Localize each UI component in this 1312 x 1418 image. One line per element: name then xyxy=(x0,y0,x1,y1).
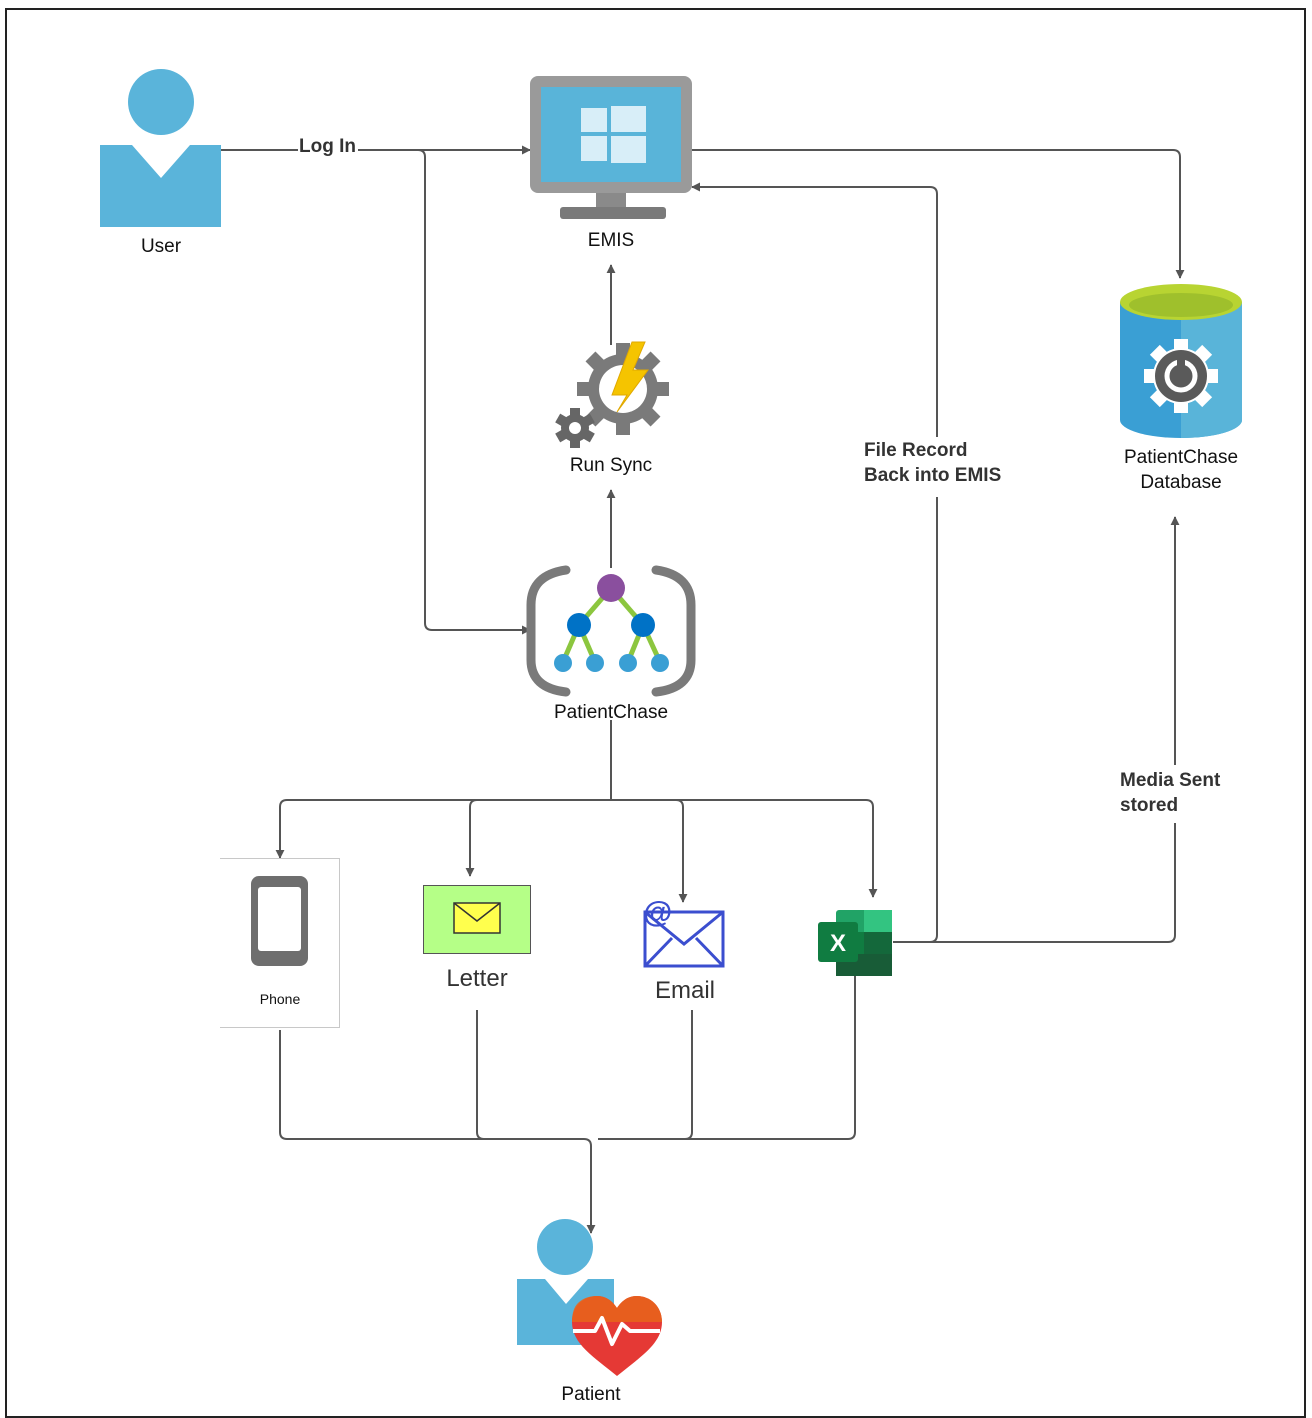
database-icon xyxy=(1120,284,1242,438)
media-sent-label: Media Sent stored xyxy=(1120,768,1221,818)
edge-excel-emis xyxy=(692,187,938,943)
edge-phone-patient xyxy=(279,1030,584,1140)
letter-box xyxy=(423,885,531,954)
connectors xyxy=(220,149,1185,1234)
user-icon xyxy=(100,69,221,227)
hierarchy-icon xyxy=(526,565,696,697)
edge-to-phone xyxy=(275,799,611,859)
edge-excel-database xyxy=(893,517,1175,943)
edge-letter-patient xyxy=(476,1010,485,1140)
run-sync-label: Run Sync xyxy=(569,455,653,476)
log-in-label: Log In xyxy=(298,134,357,159)
email-at-icon: @ xyxy=(643,896,725,968)
excel-icon: X xyxy=(818,910,892,976)
edge-to-letter xyxy=(465,799,611,877)
svg-text:@: @ xyxy=(643,896,672,929)
svg-text:X: X xyxy=(830,930,846,957)
edge-user-patientchase xyxy=(358,149,531,635)
emis-label: EMIS xyxy=(587,230,635,251)
edge-excel-patient xyxy=(598,976,856,1140)
edge-email-patient xyxy=(684,1010,693,1140)
patient-heart-icon xyxy=(517,1219,662,1376)
windows-logo-icon xyxy=(581,106,646,163)
patient-label: Patient xyxy=(561,1384,621,1405)
edge-to-patient xyxy=(583,1138,596,1234)
database-label: PatientChase Database xyxy=(1123,447,1239,493)
letter-label: Letter xyxy=(446,965,508,992)
monitor-icon xyxy=(530,76,692,219)
edge-to-excel xyxy=(611,799,878,898)
patientchase-label: PatientChase xyxy=(553,702,669,723)
phone-label: Phone xyxy=(259,991,301,1007)
email-label: Email xyxy=(654,977,716,1004)
file-record-label: File Record Back into EMIS xyxy=(864,438,1002,488)
edge-to-email xyxy=(611,799,688,903)
edge-emis-database xyxy=(692,149,1185,279)
user-label: User xyxy=(140,236,182,257)
gear-lightning-icon xyxy=(555,341,669,448)
